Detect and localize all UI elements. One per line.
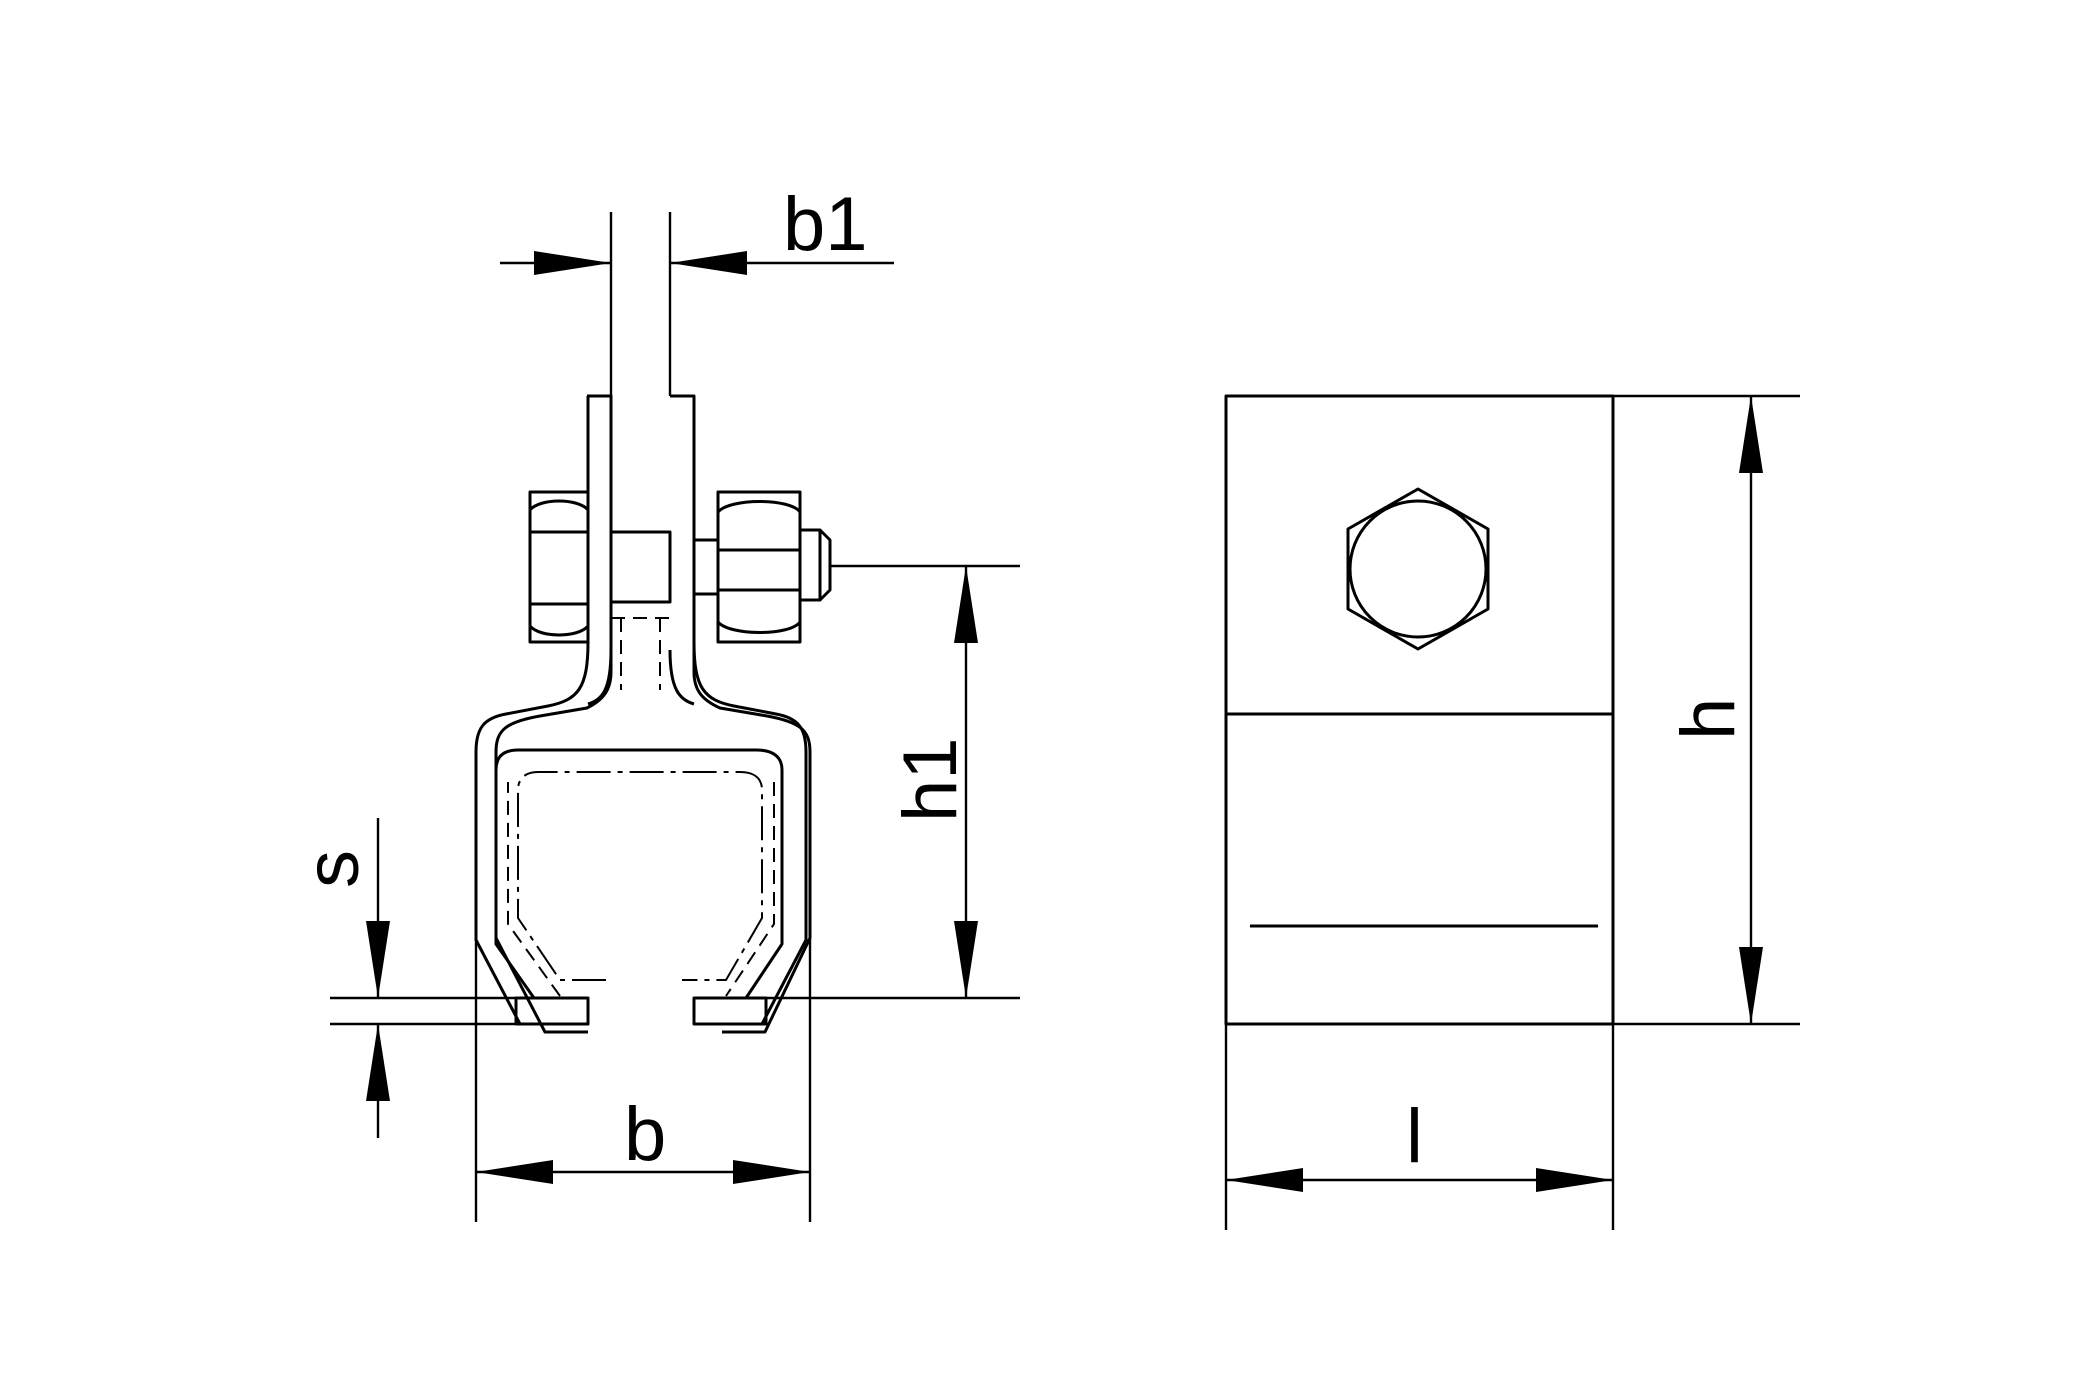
bolt-shank (609, 530, 672, 690)
flange-left (514, 996, 590, 1026)
rail-phantom-outer (507, 782, 775, 997)
dim-label-s: s (290, 850, 375, 888)
front-view: b1 h1 s b (290, 182, 1020, 1222)
bolt-head (528, 490, 590, 644)
dim-label-h1: h1 (888, 737, 973, 822)
dim-s: s (290, 818, 520, 1138)
dim-label-b1: b1 (783, 182, 868, 267)
dim-label-h: h (1666, 698, 1751, 740)
dim-h1: h1 (766, 564, 1020, 1000)
dim-b1: b1 (500, 182, 894, 275)
side-body-outline (1224, 394, 1615, 1026)
flange-right (692, 996, 768, 1026)
channel-inner (494, 748, 784, 1000)
hanger-inner-left (587, 649, 613, 706)
side-view: h l (1224, 394, 1800, 1230)
hanger-strap-left (494, 394, 613, 1034)
nut (694, 490, 832, 644)
hex-bolt-head-icon (1346, 487, 1490, 651)
dim-h: h (1613, 394, 1800, 1026)
hanger-strap-right (670, 394, 812, 1034)
hanger-inner-right (668, 649, 695, 706)
dim-b: b (474, 938, 812, 1222)
clamp-body-outer-right (692, 396, 808, 1026)
rail-phantom (517, 771, 763, 981)
dim-label-l: l (1406, 1094, 1423, 1179)
dim-l: l (1224, 1024, 1615, 1230)
dim-label-b: b (624, 1092, 666, 1177)
clamp-body-outer (474, 396, 590, 1026)
